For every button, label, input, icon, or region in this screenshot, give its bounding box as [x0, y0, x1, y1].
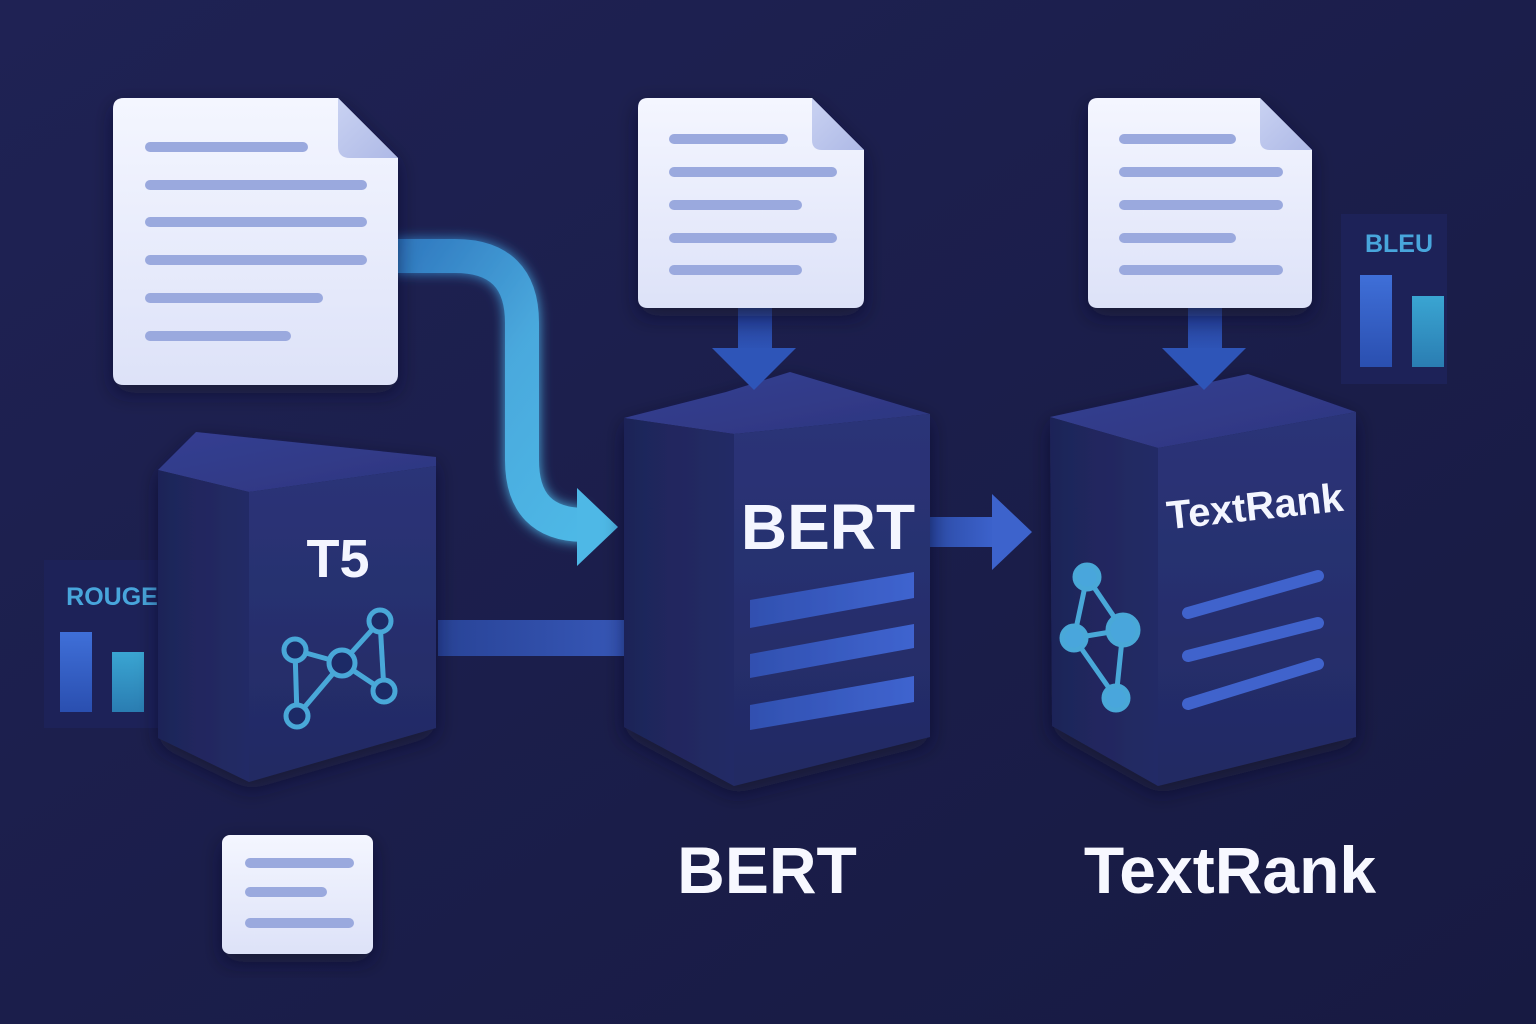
bert-model-cube: BERT	[624, 372, 930, 786]
t5-model-cube: T5	[158, 432, 436, 782]
arrow-icon	[577, 488, 618, 566]
document-lines	[245, 858, 354, 928]
document-fold	[812, 98, 864, 150]
layers-icon	[750, 572, 914, 730]
document-lines	[669, 134, 837, 275]
cube-top	[158, 432, 436, 492]
document-lines	[1119, 134, 1283, 275]
arrow-bert-to-textrank	[928, 494, 1032, 570]
t5-title: T5	[306, 529, 369, 589]
input-document-bert	[638, 98, 864, 308]
bert-caption: BERT	[677, 833, 857, 907]
output-summary-document	[222, 835, 373, 954]
textrank-model-cube: TextRank	[1050, 374, 1356, 786]
document-fold	[338, 98, 398, 158]
cube-front	[249, 466, 436, 782]
summary-lines-icon	[1182, 570, 1324, 710]
cube-side	[624, 418, 734, 786]
textrank-caption: TextRank	[1084, 833, 1376, 907]
arrow-icon	[1162, 348, 1246, 390]
document-fold	[1260, 98, 1312, 150]
cube-top	[624, 372, 930, 434]
graph-icon	[1059, 562, 1141, 713]
document-icon	[113, 98, 398, 385]
bleu-metric-panel: BLEU	[1341, 214, 1447, 384]
curved-arrow-document-to-bert	[392, 239, 618, 566]
bar-chart-icon	[60, 632, 144, 712]
bert-title: BERT	[741, 491, 915, 563]
arrow-document-to-bert	[712, 305, 796, 390]
connector-t5-to-bert	[438, 620, 634, 656]
arrow-icon	[712, 348, 796, 390]
bleu-label: BLEU	[1365, 230, 1433, 258]
rouge-label: ROUGE	[66, 583, 158, 611]
cube-top	[1050, 374, 1356, 448]
input-document-large	[113, 98, 398, 385]
arrow-icon	[992, 494, 1032, 570]
neural-network-icon	[281, 607, 398, 730]
document-lines	[145, 142, 367, 341]
arrow-document-to-textrank	[1162, 305, 1246, 390]
cube-side	[158, 470, 249, 782]
input-document-textrank	[1088, 98, 1312, 308]
bar-chart-icon	[1360, 275, 1444, 367]
